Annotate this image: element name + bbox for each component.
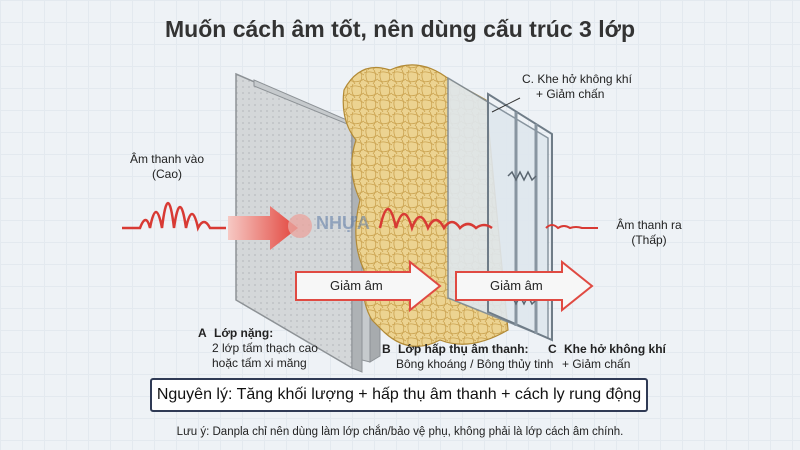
damper-spring-top — [507, 170, 537, 182]
layer-a-letter: A — [198, 326, 207, 340]
reduce-arrow-1 — [295, 259, 442, 313]
sound-wave-inner — [378, 207, 493, 233]
reduce-label-2: Giảm âm — [490, 278, 543, 293]
sound-in-line2: (Cao) — [151, 167, 182, 181]
sound-wave-in — [122, 202, 226, 232]
layer-a-name: Lớp nặng: — [214, 326, 274, 340]
reduce-label-1: Giảm âm — [330, 278, 383, 293]
layer-b-label: B Lớp hấp thụ âm thanh: Bông khoáng / Bô… — [382, 342, 553, 372]
layer-c-desc: + Giảm chấn — [562, 357, 631, 371]
sound-out-line1: Âm thanh ra — [616, 218, 682, 232]
sound-in-line1: Âm thanh vào — [129, 152, 205, 166]
sound-wave-out — [545, 224, 598, 230]
sound-in-label: Âm thanh vào (Cao) — [112, 152, 222, 182]
arrow-in — [228, 206, 298, 250]
layer-b-letter: B — [382, 342, 391, 356]
layer-c-top-label: C. Khe hở không khí + Giảm chấn — [522, 72, 632, 102]
page-title: Muốn cách âm tốt, nên dùng cấu trúc 3 lớ… — [165, 16, 635, 42]
watermark-text: NHỰA — [316, 213, 370, 233]
layer-c-label: C Khe hở không khí + Giảm chấn — [548, 342, 666, 372]
layer-a-label: A Lớp nặng: 2 lớp tấm thạch cao hoặc tấm… — [198, 326, 318, 371]
layer-a-desc2: hoặc tấm xi măng — [212, 356, 307, 370]
watermark-logo-icon — [288, 214, 312, 238]
footnote: Lưu ý: Danpla chỉ nên dùng làm lớp chắn/… — [176, 426, 624, 438]
layer-b-name: Lớp hấp thụ âm thanh: — [398, 342, 529, 356]
sound-out-line2: (Thấp) — [631, 233, 667, 247]
sound-out-label: Âm thanh ra (Thấp) — [594, 218, 704, 248]
layer-b-desc: Bông khoáng / Bông thủy tinh — [396, 357, 554, 371]
layer-c-top-line1: C. Khe hở không khí — [522, 72, 632, 86]
layer-a-desc1: 2 lớp tấm thạch cao — [212, 341, 318, 355]
layer-c-name: Khe hở không khí — [564, 342, 666, 356]
reduce-arrow-2 — [455, 259, 594, 313]
layer-c-top-line2: + Giảm chấn — [536, 87, 605, 101]
principle-box: Nguyên lý: Tăng khối lượng + hấp thụ âm … — [150, 378, 648, 412]
layer-c-letter: C — [548, 342, 557, 356]
